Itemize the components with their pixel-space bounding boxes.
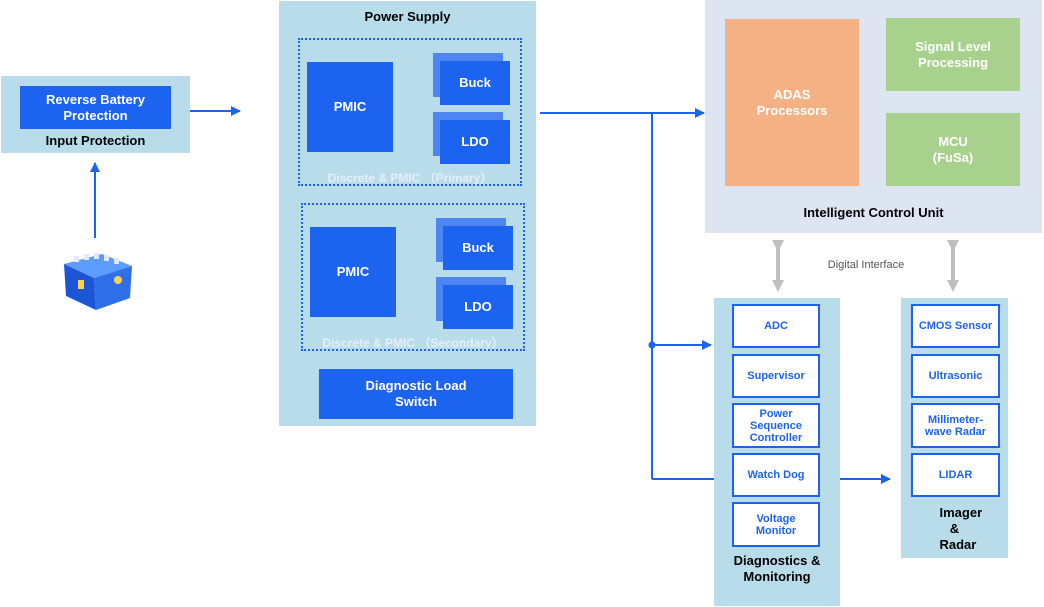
- junction-dot: [648, 341, 656, 349]
- icu-title: Intelligent Control Unit: [803, 205, 944, 220]
- primary-pmic: PMIC: [307, 62, 393, 152]
- voltage-monitor-label: Voltage Monitor: [755, 512, 797, 537]
- digital-interface-label: Digital Interface: [827, 259, 905, 271]
- diagnostic-load-switch: Diagnostic Load Switch: [319, 369, 513, 419]
- primary-ldo: LDO: [440, 120, 510, 164]
- signal-level-label: Signal Level Processing: [915, 38, 991, 70]
- imager-panel: CMOS Sensor Ultrasonic Millimeter-wave R…: [901, 298, 1008, 558]
- imager-item-ultrasonic: Ultrasonic: [911, 354, 1000, 398]
- reverse-battery-block: Reverse Battery Protection: [20, 86, 171, 129]
- imager-item-lidar: LIDAR: [911, 453, 1000, 497]
- diagnostic-load-switch-label: Diagnostic Load Switch: [365, 378, 467, 409]
- secondary-pmic: PMIC: [310, 227, 396, 317]
- input-protection-title: Input Protection: [45, 133, 146, 148]
- power-supply-title: Power Supply: [364, 9, 451, 24]
- diagnostics-panel: ADC Supervisor Power Sequence Controller…: [714, 298, 840, 606]
- icu-panel: ADAS Processors Signal Level Processing …: [705, 0, 1042, 233]
- imager-item-mmwave: Millimeter-wave Radar: [911, 403, 1000, 448]
- mcu-label: MCU (FuSa): [932, 133, 974, 165]
- power-supply-panel: Power Supply PMIC Buck LDO Discrete & PM…: [279, 1, 536, 426]
- primary-label: Discrete & PMIC （Primary）: [327, 171, 493, 185]
- input-protection-panel: Reverse Battery Protection Input Protect…: [1, 76, 190, 153]
- imager-title: Imager & Radar: [901, 505, 1008, 553]
- diagnostics-title: Diagnostics & Monitoring: [714, 553, 840, 585]
- diag-item-watchdog: Watch Dog: [732, 453, 820, 497]
- power-sequence-label: Power Sequence Controller: [749, 407, 803, 444]
- adas-processors: ADAS Processors: [725, 19, 859, 186]
- diagnostics-title-text: Diagnostics & Monitoring: [733, 553, 821, 584]
- reverse-battery-label: Reverse Battery Protection: [45, 91, 145, 123]
- adas-label: ADAS Processors: [756, 86, 828, 118]
- mcu-fusa: MCU (FuSa): [886, 113, 1020, 186]
- secondary-section: PMIC Buck LDO Discrete & PMIC （Secondary…: [301, 203, 525, 351]
- diag-item-voltage-monitor: Voltage Monitor: [732, 502, 820, 547]
- signal-level-processing: Signal Level Processing: [886, 18, 1020, 91]
- imager-item-cmos: CMOS Sensor: [911, 304, 1000, 348]
- secondary-buck: Buck: [443, 226, 513, 270]
- diag-item-power-sequence: Power Sequence Controller: [732, 403, 820, 448]
- car-battery-icon: [64, 253, 132, 310]
- secondary-ldo: LDO: [443, 285, 513, 329]
- primary-section: PMIC Buck LDO Discrete & PMIC （Primary）: [298, 38, 522, 186]
- secondary-label: Discrete & PMIC （Secondary）: [322, 336, 504, 350]
- imager-title-text: Imager & Radar: [939, 505, 983, 552]
- diag-item-supervisor: Supervisor: [732, 354, 820, 398]
- mmwave-label: Millimeter-wave Radar: [924, 413, 987, 438]
- primary-buck: Buck: [440, 61, 510, 105]
- diag-item-adc: ADC: [732, 304, 820, 348]
